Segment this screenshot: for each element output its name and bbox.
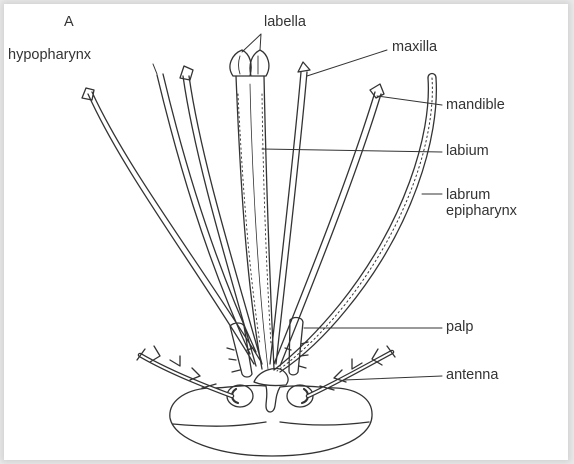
panel-letter: A — [64, 15, 74, 30]
labrum-epipharynx-stylet — [274, 74, 436, 373]
label-labella: labella — [264, 15, 306, 30]
labium — [236, 76, 274, 369]
head-capsule — [170, 386, 372, 456]
right-mandible-stylet — [274, 84, 384, 366]
right-antenna — [308, 346, 395, 396]
mouthparts-drawing — [4, 4, 568, 460]
compound-eyes — [227, 385, 313, 407]
label-antenna: antenna — [446, 368, 498, 383]
mosquito-mouthparts-figure: A labella hypopharynx maxilla mandible l… — [4, 4, 568, 460]
label-labrum-epipharynx: labrum epipharynx — [446, 187, 517, 219]
label-mandible: mandible — [446, 98, 505, 113]
label-palp: palp — [446, 320, 473, 335]
clypeus — [254, 369, 288, 386]
right-maxilla-stylet — [270, 62, 310, 364]
labella-tips — [230, 50, 269, 76]
label-maxilla: maxilla — [392, 40, 437, 55]
left-antenna — [137, 346, 232, 396]
label-hypopharynx: hypopharynx — [8, 48, 91, 63]
left-maxilla-stylet — [180, 66, 262, 366]
leader-lines — [153, 34, 442, 380]
label-labium: labium — [446, 144, 489, 159]
